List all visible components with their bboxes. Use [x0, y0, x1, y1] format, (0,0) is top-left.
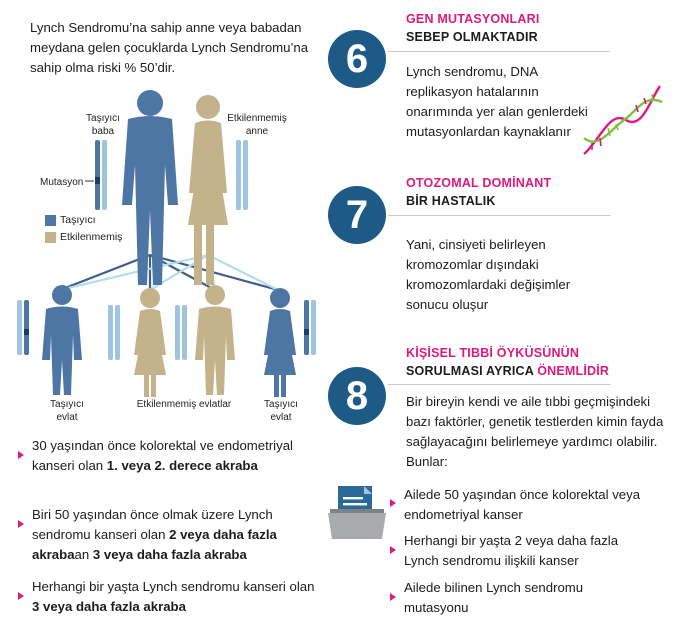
left-bullet-1-bold: 1. veya 2. derece akraba	[106, 458, 258, 473]
section-6-rule	[388, 51, 610, 52]
legend: Taşıyıcı Etkilenmemiş	[45, 214, 122, 243]
section-7-title-line1: OTOZOMAL DOMİNANT	[406, 176, 552, 190]
legend-item-carrier: Taşıyıcı	[45, 214, 122, 226]
section-7-rule	[388, 215, 610, 216]
document-folder-icon	[328, 486, 386, 539]
section-8-number: 8	[328, 367, 386, 425]
left-bullet-3-text: Herhangi bir yaşta Lynch sendromu kanser…	[32, 579, 315, 594]
legend-label-carrier: Taşıyıcı	[60, 214, 96, 226]
section-8-title-line2-dark: SORULMASI AYRICA	[406, 364, 534, 378]
father-figure	[122, 90, 178, 285]
child-unaffected-girl-figure	[134, 288, 166, 397]
left-bullet-2: Biri 50 yaşından önce olmak üzere Lynch …	[32, 505, 322, 565]
child-right-label: Taşıyıcı evlat	[264, 399, 298, 423]
section-8-title-line2: SORULMASI AYRICA ÖNEMLİDİR	[406, 364, 609, 378]
child-left-label: Taşıyıcı evlat	[50, 399, 84, 423]
bullet-marker	[18, 451, 24, 459]
children-middle-label: Etkilenmemiş evlatlar	[136, 399, 232, 410]
left-bullet-2-mid: an	[74, 547, 93, 562]
child-mid2-chromosome	[175, 305, 187, 360]
section-6-text: Lynch sendromu, DNA replikasyon hataları…	[406, 64, 588, 139]
child-right-chromosome	[304, 300, 316, 355]
child-unaffected-boy-figure	[195, 285, 235, 395]
right-bullet-3: Ailede bilinen Lynch sendromu mutasyonu	[404, 580, 584, 615]
inheritance-diagram	[17, 90, 316, 397]
bullet-marker	[390, 546, 396, 554]
section-8-title-line2-pink: ÖNEMLİDİR	[537, 364, 610, 378]
section-7-number: 7	[328, 186, 386, 244]
left-bullet-1-text: 30 yaşından önce kolorektal ve endometri…	[32, 438, 293, 473]
bullet-marker	[390, 593, 396, 601]
bullet-marker	[18, 592, 24, 600]
child-left-chromosome	[17, 300, 29, 355]
section-6-title-line2: SEBEP OLMAKTADIR	[406, 30, 538, 44]
mother-chromosome	[236, 140, 248, 210]
legend-swatch-carrier	[45, 214, 56, 226]
dna-helix-icon	[583, 85, 663, 155]
legend-swatch-unaffected	[45, 231, 56, 243]
section-6-title-line1: GEN MUTASYONLARI	[406, 12, 540, 26]
right-bullet-1: Ailede 50 yaşından önce kolorektal veya …	[404, 487, 641, 522]
section-6-number: 6	[328, 30, 386, 88]
child-mid1-chromosome	[108, 305, 120, 360]
left-bullet-3-bold: 3 veya daha fazla akraba	[32, 599, 186, 614]
left-bullet-2-bold2: 3 veya daha fazla akraba	[92, 547, 247, 562]
legend-label-unaffected: Etkilenmemiş	[60, 231, 123, 243]
mother-figure	[188, 95, 228, 285]
section-7-title-line2: BİR HASTALIK	[406, 194, 496, 208]
bullet-marker	[390, 499, 396, 507]
intro-text: Lynch Sendromu’na sahip anne veya babada…	[30, 20, 309, 75]
section-7-text: Yani, cinsiyeti belirleyen kromozomlar d…	[406, 237, 571, 312]
left-bullet-3: Herhangi bir yaşta Lynch sendromu kanser…	[32, 577, 317, 617]
father-chromosome	[95, 140, 107, 210]
left-bullet-1: 30 yaşından önce kolorektal ve endometri…	[32, 436, 317, 476]
child-carrier-boy-figure	[42, 285, 82, 395]
section-8-rule	[388, 384, 610, 385]
father-label: Taşıyıcı baba	[86, 113, 120, 137]
left-bullet-2-text: Biri 50 yaşından önce olmak üzere Lynch …	[32, 507, 273, 542]
child-carrier-girl-figure	[264, 288, 296, 397]
mother-label: Etkilenmemiş anne	[227, 113, 287, 137]
right-bullet-2: Herhangi bir yaşta 2 veya daha fazla Lyn…	[404, 533, 619, 568]
legend-item-unaffected: Etkilenmemiş	[45, 231, 122, 243]
bullet-marker	[18, 520, 24, 528]
section-8-title-line1: KİŞİSEL TIBBİ ÖYKÜSÜNÜN	[406, 346, 580, 360]
section-8-text: Bir bireyin kendi ve aile tıbbi geçmişin…	[406, 394, 664, 469]
inheritance-lines	[59, 253, 279, 292]
left-bullet-2-bold: 2 veya daha fazla akraba	[32, 527, 277, 562]
mutation-label: Mutasyon	[40, 177, 84, 188]
